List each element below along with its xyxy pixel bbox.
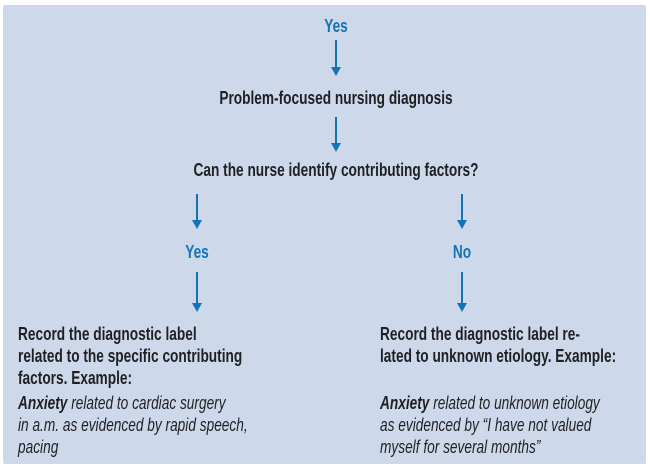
instruction-line: factors. Example:	[18, 368, 133, 388]
arrow-head	[331, 143, 341, 152]
branch-no-instruction: Record the diagnostic label re- lated to…	[380, 323, 616, 392]
example-line: myself for several months”	[380, 437, 541, 457]
arrow-shaft	[461, 194, 463, 220]
arrow-head	[331, 67, 341, 76]
example-line: pacing	[18, 437, 59, 457]
example-term: Anxiety	[380, 393, 430, 413]
instruction-line: Record the diagnostic label	[18, 324, 197, 344]
instruction-line: Record the diagnostic label re-	[380, 324, 580, 344]
arrow-down-icon	[457, 194, 467, 229]
branch-yes-label-row: Yes	[181, 241, 212, 263]
arrow-head	[192, 220, 202, 229]
arrow-head	[192, 303, 202, 312]
entry-label-row: Yes	[320, 15, 351, 37]
arrow-shaft	[461, 272, 463, 303]
branch-no-example: Anxiety related to unknown etiology as e…	[380, 392, 616, 458]
arrow-head	[457, 303, 467, 312]
example-line: Anxiety related to cardiac surgery	[18, 392, 248, 414]
entry-label: Yes	[324, 16, 348, 36]
flowchart-panel	[3, 5, 646, 464]
arrow-down-icon	[192, 194, 202, 229]
arrow-down-icon	[331, 117, 341, 152]
branch-no-result-block: Record the diagnostic label re- lated to…	[380, 323, 650, 458]
arrow-shaft	[335, 40, 337, 67]
example-term: Anxiety	[18, 393, 68, 413]
diagnosis-node-label: Problem-focused nursing diagnosis	[219, 88, 453, 108]
arrow-down-icon	[331, 40, 341, 76]
question-node-row: Can the nurse identify contributing fact…	[148, 159, 523, 181]
branch-yes-example: Anxiety related to cardiac surgery in a.…	[18, 392, 248, 458]
branch-no-label: No	[452, 242, 472, 262]
instruction-line: lated to unknown etiology. Example:	[380, 346, 617, 366]
arrow-shaft	[335, 117, 337, 143]
arrow-down-icon	[192, 272, 202, 312]
example-line-rest: related to cardiac surgery	[67, 393, 226, 413]
example-line: Anxiety related to unknown etiology	[380, 392, 616, 414]
arrow-head	[457, 220, 467, 229]
branch-no-label-row: No	[450, 241, 474, 263]
example-line-rest: related to unknown etiology	[429, 393, 600, 413]
branch-yes-instruction: Record the diagnostic label related to t…	[18, 323, 248, 392]
branch-yes-label: Yes	[185, 242, 209, 262]
example-line: as evidenced by “I have not valued	[380, 415, 592, 435]
diagnosis-node-row: Problem-focused nursing diagnosis	[182, 87, 489, 109]
arrow-down-icon	[457, 272, 467, 312]
branch-yes-result-block: Record the diagnostic label related to t…	[18, 323, 320, 458]
example-line: in a.m. as evidenced by rapid speech,	[18, 415, 248, 435]
arrow-shaft	[196, 272, 198, 303]
arrow-shaft	[196, 194, 198, 220]
question-node-label: Can the nurse identify contributing fact…	[193, 160, 479, 180]
instruction-line: related to the specific contributing	[18, 346, 243, 366]
